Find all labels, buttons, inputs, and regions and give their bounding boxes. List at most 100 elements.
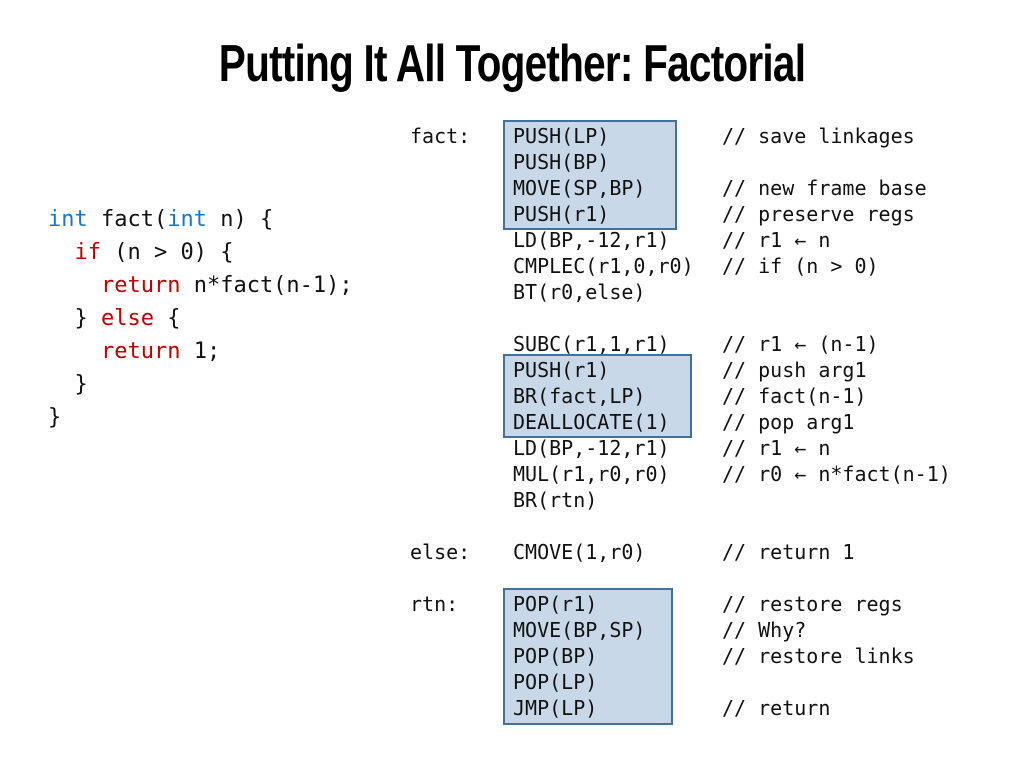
code-token: int (167, 207, 207, 232)
asm-label (410, 383, 513, 409)
asm-label (410, 435, 513, 461)
asm-instruction: LD(BP,-12,r1) (513, 228, 670, 252)
code-token (48, 339, 101, 364)
asm-instruction: PUSH(LP) (513, 124, 610, 148)
asm-comment: // r0 ← n*fact(n-1) (722, 462, 951, 486)
asm-comment (722, 305, 1010, 331)
code-token: else (100, 306, 154, 331)
asm-comment (722, 669, 1010, 695)
asm-instruction: POP(r1) (513, 592, 598, 616)
asm-comment: // r1 ← n (722, 436, 831, 460)
asm-comment: // preserve regs (722, 202, 915, 226)
code-token (48, 273, 101, 298)
asm-label (410, 565, 513, 591)
asm-row: MUL(r1,r0,r0) // r0 ← n*fact(n-1) (410, 461, 1010, 487)
asm-label (410, 695, 513, 721)
asm-label (410, 331, 513, 357)
asm-comment: // return (722, 696, 831, 720)
asm-row: SUBC(r1,1,r1)// r1 ← (n-1) (410, 331, 1010, 357)
c-code-line: return 1; (48, 335, 353, 368)
asm-comment: // fact(n-1) (722, 384, 867, 408)
code-token: 1; (180, 339, 221, 364)
code-token: int (48, 207, 88, 232)
asm-label (410, 149, 513, 175)
asm-label (410, 513, 513, 539)
asm-instruction: SUBC(r1,1,r1) (513, 332, 670, 356)
code-token: if (74, 240, 102, 265)
asm-instruction: POP(BP) (513, 644, 598, 668)
asm-instruction: CMOVE(1,r0) (513, 540, 646, 564)
asm-instruction: DEALLOCATE(1) (513, 410, 670, 434)
highlight-box (503, 588, 673, 725)
code-token: return (100, 273, 181, 298)
asm-comment: // Why? (722, 618, 807, 642)
asm-label (410, 643, 513, 669)
c-code-line: return n*fact(n-1); (48, 269, 353, 302)
asm-row: else: CMOVE(1,r0) // return 1 (410, 539, 1010, 565)
asm-comment: // new frame base (722, 176, 927, 200)
c-code-line: } else { (48, 302, 353, 335)
c-code-line: } (48, 368, 353, 401)
asm-label (410, 487, 513, 513)
asm-instruction: PUSH(r1) (513, 202, 610, 226)
asm-label (410, 305, 513, 331)
asm-row: rtn: POP(r1) // restore regs (410, 591, 1010, 617)
asm-row: BT(r0,else) (410, 279, 1010, 305)
highlight-box (503, 120, 677, 230)
asm-comment: // restore links (722, 644, 915, 668)
asm-comment: // restore regs (722, 592, 903, 616)
asm-row: PUSH(BP) (410, 149, 1010, 175)
asm-row: BR(fact,LP) // fact(n-1) (410, 383, 1010, 409)
asm-comment: // save linkages (722, 124, 915, 148)
asm-row: JMP(LP) // return (410, 695, 1010, 721)
asm-instruction: BR(fact,LP) (513, 384, 646, 408)
asm-comment (722, 149, 1010, 175)
code-token: } (48, 372, 88, 397)
asm-row: PUSH(r1)// push arg1 (410, 357, 1010, 383)
code-token: return (100, 339, 181, 364)
asm-row: BR(rtn) (410, 487, 1010, 513)
asm-instruction (513, 305, 722, 331)
asm-row: MOVE(SP,BP)// new frame base (410, 175, 1010, 201)
asm-comment (722, 487, 1010, 513)
asm-row: LD(BP,-12,r1) // r1 ← n (410, 435, 1010, 461)
asm-row: POP(LP) (410, 669, 1010, 695)
highlight-box (503, 354, 692, 438)
asm-label (410, 253, 513, 279)
asm-row (410, 513, 1010, 539)
code-token: { (153, 306, 181, 331)
asm-label: fact: (410, 124, 471, 148)
asm-instruction: CMPLEC(r1,0,r0) (513, 254, 694, 278)
asm-label: else: (410, 540, 471, 564)
asm-row: CMPLEC(r1,0,r0) // if (n > 0) (410, 253, 1010, 279)
asm-instruction: LD(BP,-12,r1) (513, 436, 670, 460)
asm-label: rtn: (410, 592, 459, 616)
asm-instruction: JMP(LP) (513, 696, 598, 720)
asm-instruction (513, 513, 722, 539)
asm-instruction: POP(LP) (513, 670, 598, 694)
asm-instruction: MUL(r1,r0,r0) (513, 462, 670, 486)
asm-instruction: BT(r0,else) (513, 280, 646, 304)
asm-label (410, 279, 513, 305)
asm-row (410, 565, 1010, 591)
asm-label (410, 409, 513, 435)
c-code-block: int fact(int n) { if (n > 0) { return n*… (48, 203, 353, 434)
asm-row: DEALLOCATE(1) // pop arg1 (410, 409, 1010, 435)
slide-title: Putting It All Together: Factorial (218, 35, 806, 93)
asm-comment: // push arg1 (722, 358, 867, 382)
asm-label (410, 227, 513, 253)
asm-comment: // if (n > 0) (722, 254, 879, 278)
asm-instruction (513, 565, 722, 591)
code-token: } (48, 405, 62, 430)
asm-comment: // r1 ← n (722, 228, 831, 252)
code-token: } (48, 306, 101, 331)
asm-comment (722, 279, 1010, 305)
asm-label (410, 175, 513, 201)
c-code-line: } (48, 401, 353, 434)
asm-comment: // pop arg1 (722, 410, 855, 434)
code-token: n*fact(n-1); (180, 273, 353, 298)
asm-comment: // return 1 (722, 540, 855, 564)
code-token: (n > 0) { (101, 240, 234, 265)
